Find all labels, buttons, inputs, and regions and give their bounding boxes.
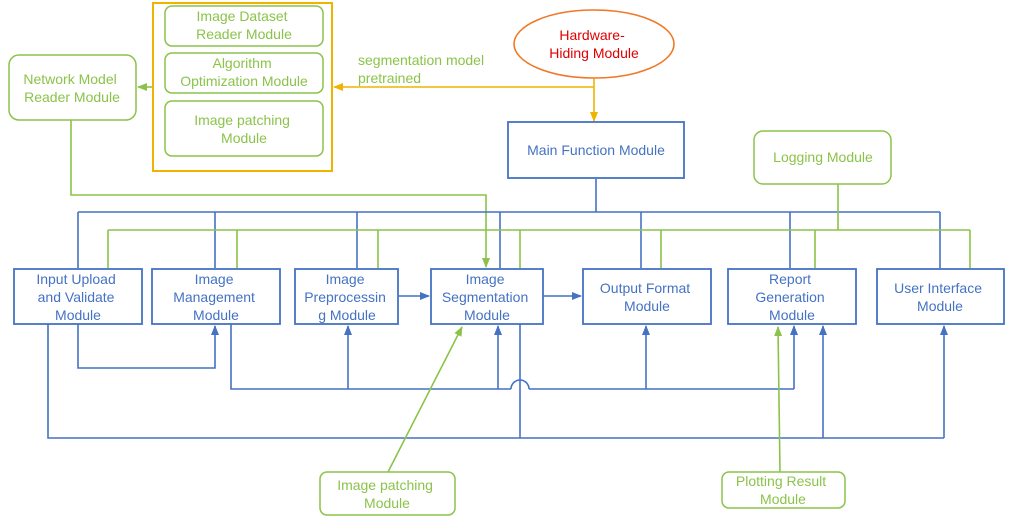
image-patching-bottom-node: Image patching Module: [319, 471, 456, 516]
input-to-management-arrow: [77, 324, 219, 369]
image-segmentation-node: Image Segmentation Module: [430, 268, 544, 325]
network-to-segmentation-arrow: [70, 120, 490, 268]
svg-text:Main Function Module: Main Function Module: [527, 142, 665, 158]
user-interface-node: User Interface Module: [876, 268, 1005, 325]
svg-text:Image Preprocessin: Image Preprocessin g Module: [304, 271, 390, 323]
svg-text:Image Management M: Image Management Module: [173, 271, 259, 323]
bottom-loop-line: [47, 324, 944, 439]
svg-text:Algorithm Optimization M: Algorithm Optimization Module: [180, 55, 308, 89]
pretrained-model-label: segmentation model pretrained: [358, 52, 488, 86]
image-patching-top-node: Image patching Module: [164, 100, 324, 157]
svg-text:Hardware- Hiding Module: Hardware- Hiding Module: [549, 27, 639, 61]
svg-text:Report Generation: Report Generation Module: [755, 271, 828, 323]
svg-text:Image Segmentation: Image Segmentation Module: [442, 271, 532, 323]
output-format-node: Output Format Module: [582, 268, 712, 325]
network-model-reader-node: Network Model Reader Module: [8, 54, 137, 121]
main-function-node: Main Function Module: [507, 121, 685, 179]
svg-text:Network Model Reader Mod: Network Model Reader Module: [23, 71, 120, 105]
management-bus-line: [230, 324, 511, 390]
plotting-result-node: Plotting Result Module: [721, 471, 846, 509]
hardware-hiding-node: Hardware- Hiding Module: [513, 9, 675, 79]
patching-to-segmentation-arrow: [387, 326, 463, 473]
algorithm-group-border: [152, 2, 333, 172]
svg-text:User Interface Module: User Interface Module: [894, 280, 986, 314]
svg-text:Image patching Module: Image patching Module: [194, 112, 294, 146]
svg-text:Plotting Result Module: Plotting Result Module: [736, 473, 830, 507]
svg-text:Image patching Module: Image patching Module: [337, 477, 437, 511]
svg-text:Output Format Module: Output Format Module: [600, 280, 694, 314]
svg-text:Logging Module: Logging Module: [773, 149, 873, 165]
svg-text:Input Upload and Validat: Input Upload and Validate Module: [36, 271, 119, 323]
svg-text:Image Dataset Reader Mod: Image Dataset Reader Module: [196, 8, 292, 42]
report-generation-node: Report Generation Module: [727, 268, 857, 325]
logging-node: Logging Module: [753, 130, 892, 185]
image-management-node: Image Management Module: [151, 268, 281, 325]
algorithm-optimization-node: Algorithm Optimization Module: [164, 52, 324, 94]
input-upload-validate-node: Input Upload and Validate Module: [13, 268, 143, 325]
image-dataset-reader-node: Image Dataset Reader Module: [164, 5, 324, 47]
plotting-to-report-arrow: [774, 326, 783, 473]
image-preprocessing-node: Image Preprocessin g Module: [294, 268, 399, 325]
